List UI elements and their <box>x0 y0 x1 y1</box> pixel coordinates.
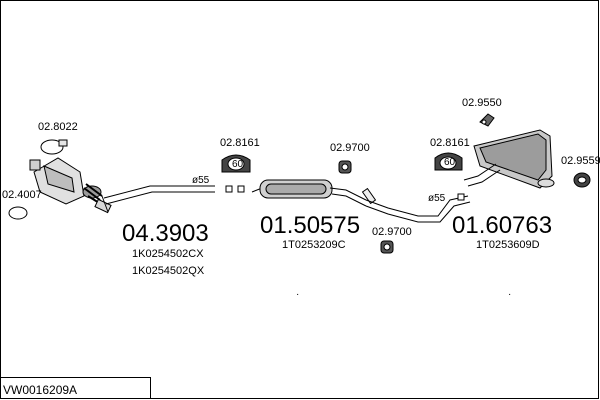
hanger-02-9559 <box>573 172 591 188</box>
rear-pipe <box>365 195 471 223</box>
rear-silencer <box>463 129 555 189</box>
hanger-02-9700-bottom <box>380 240 394 254</box>
gasket-ring-02-4007 <box>8 206 28 220</box>
pipe-diameter-label: ø55 <box>192 175 210 186</box>
middle-silencer <box>251 179 377 207</box>
accessory-label: 02.8022 <box>38 121 78 133</box>
clamp-size-label: 60 <box>444 157 456 168</box>
front-pipe <box>103 185 215 205</box>
accessory-label: 02.9700 <box>330 142 370 154</box>
oe-code: 1K0254502QX <box>132 265 205 277</box>
accessory-label: 02.4007 <box>2 189 42 201</box>
oe-code: 1T0253209C <box>282 239 346 251</box>
clamp-02-8022 <box>40 139 68 155</box>
clamp-02-8161-left <box>221 154 251 173</box>
accessory-label: 02.8161 <box>220 137 260 149</box>
accessory-label: 02.8161 <box>430 137 470 149</box>
clamp-02-8161-right <box>434 152 463 171</box>
hanger-02-9700-top <box>338 160 352 174</box>
reference-code: VW0016209A <box>0 377 151 399</box>
part-number: 01.50575 <box>260 212 361 239</box>
dot-mark: · <box>296 289 300 300</box>
accessory-label: 02.9559 <box>561 155 600 167</box>
accessory-label: 02.9550 <box>462 97 502 109</box>
oe-code: 1T0253609D <box>476 239 540 251</box>
dot-mark: · <box>508 289 512 300</box>
oe-code: 1K0254502CX <box>132 248 204 260</box>
bracket-02-9550 <box>479 113 495 127</box>
sensor-plug-part <box>225 185 245 193</box>
clamp-size-label: 60 <box>232 159 244 170</box>
accessory-label: 02.9700 <box>372 226 412 238</box>
catalytic-converter <box>29 157 112 214</box>
pipe-diameter-label: ø55 <box>428 193 446 204</box>
part-number: 04.3903 <box>122 220 209 247</box>
pipe-end-sensor <box>457 193 465 201</box>
part-number: 01.60763 <box>452 212 553 239</box>
